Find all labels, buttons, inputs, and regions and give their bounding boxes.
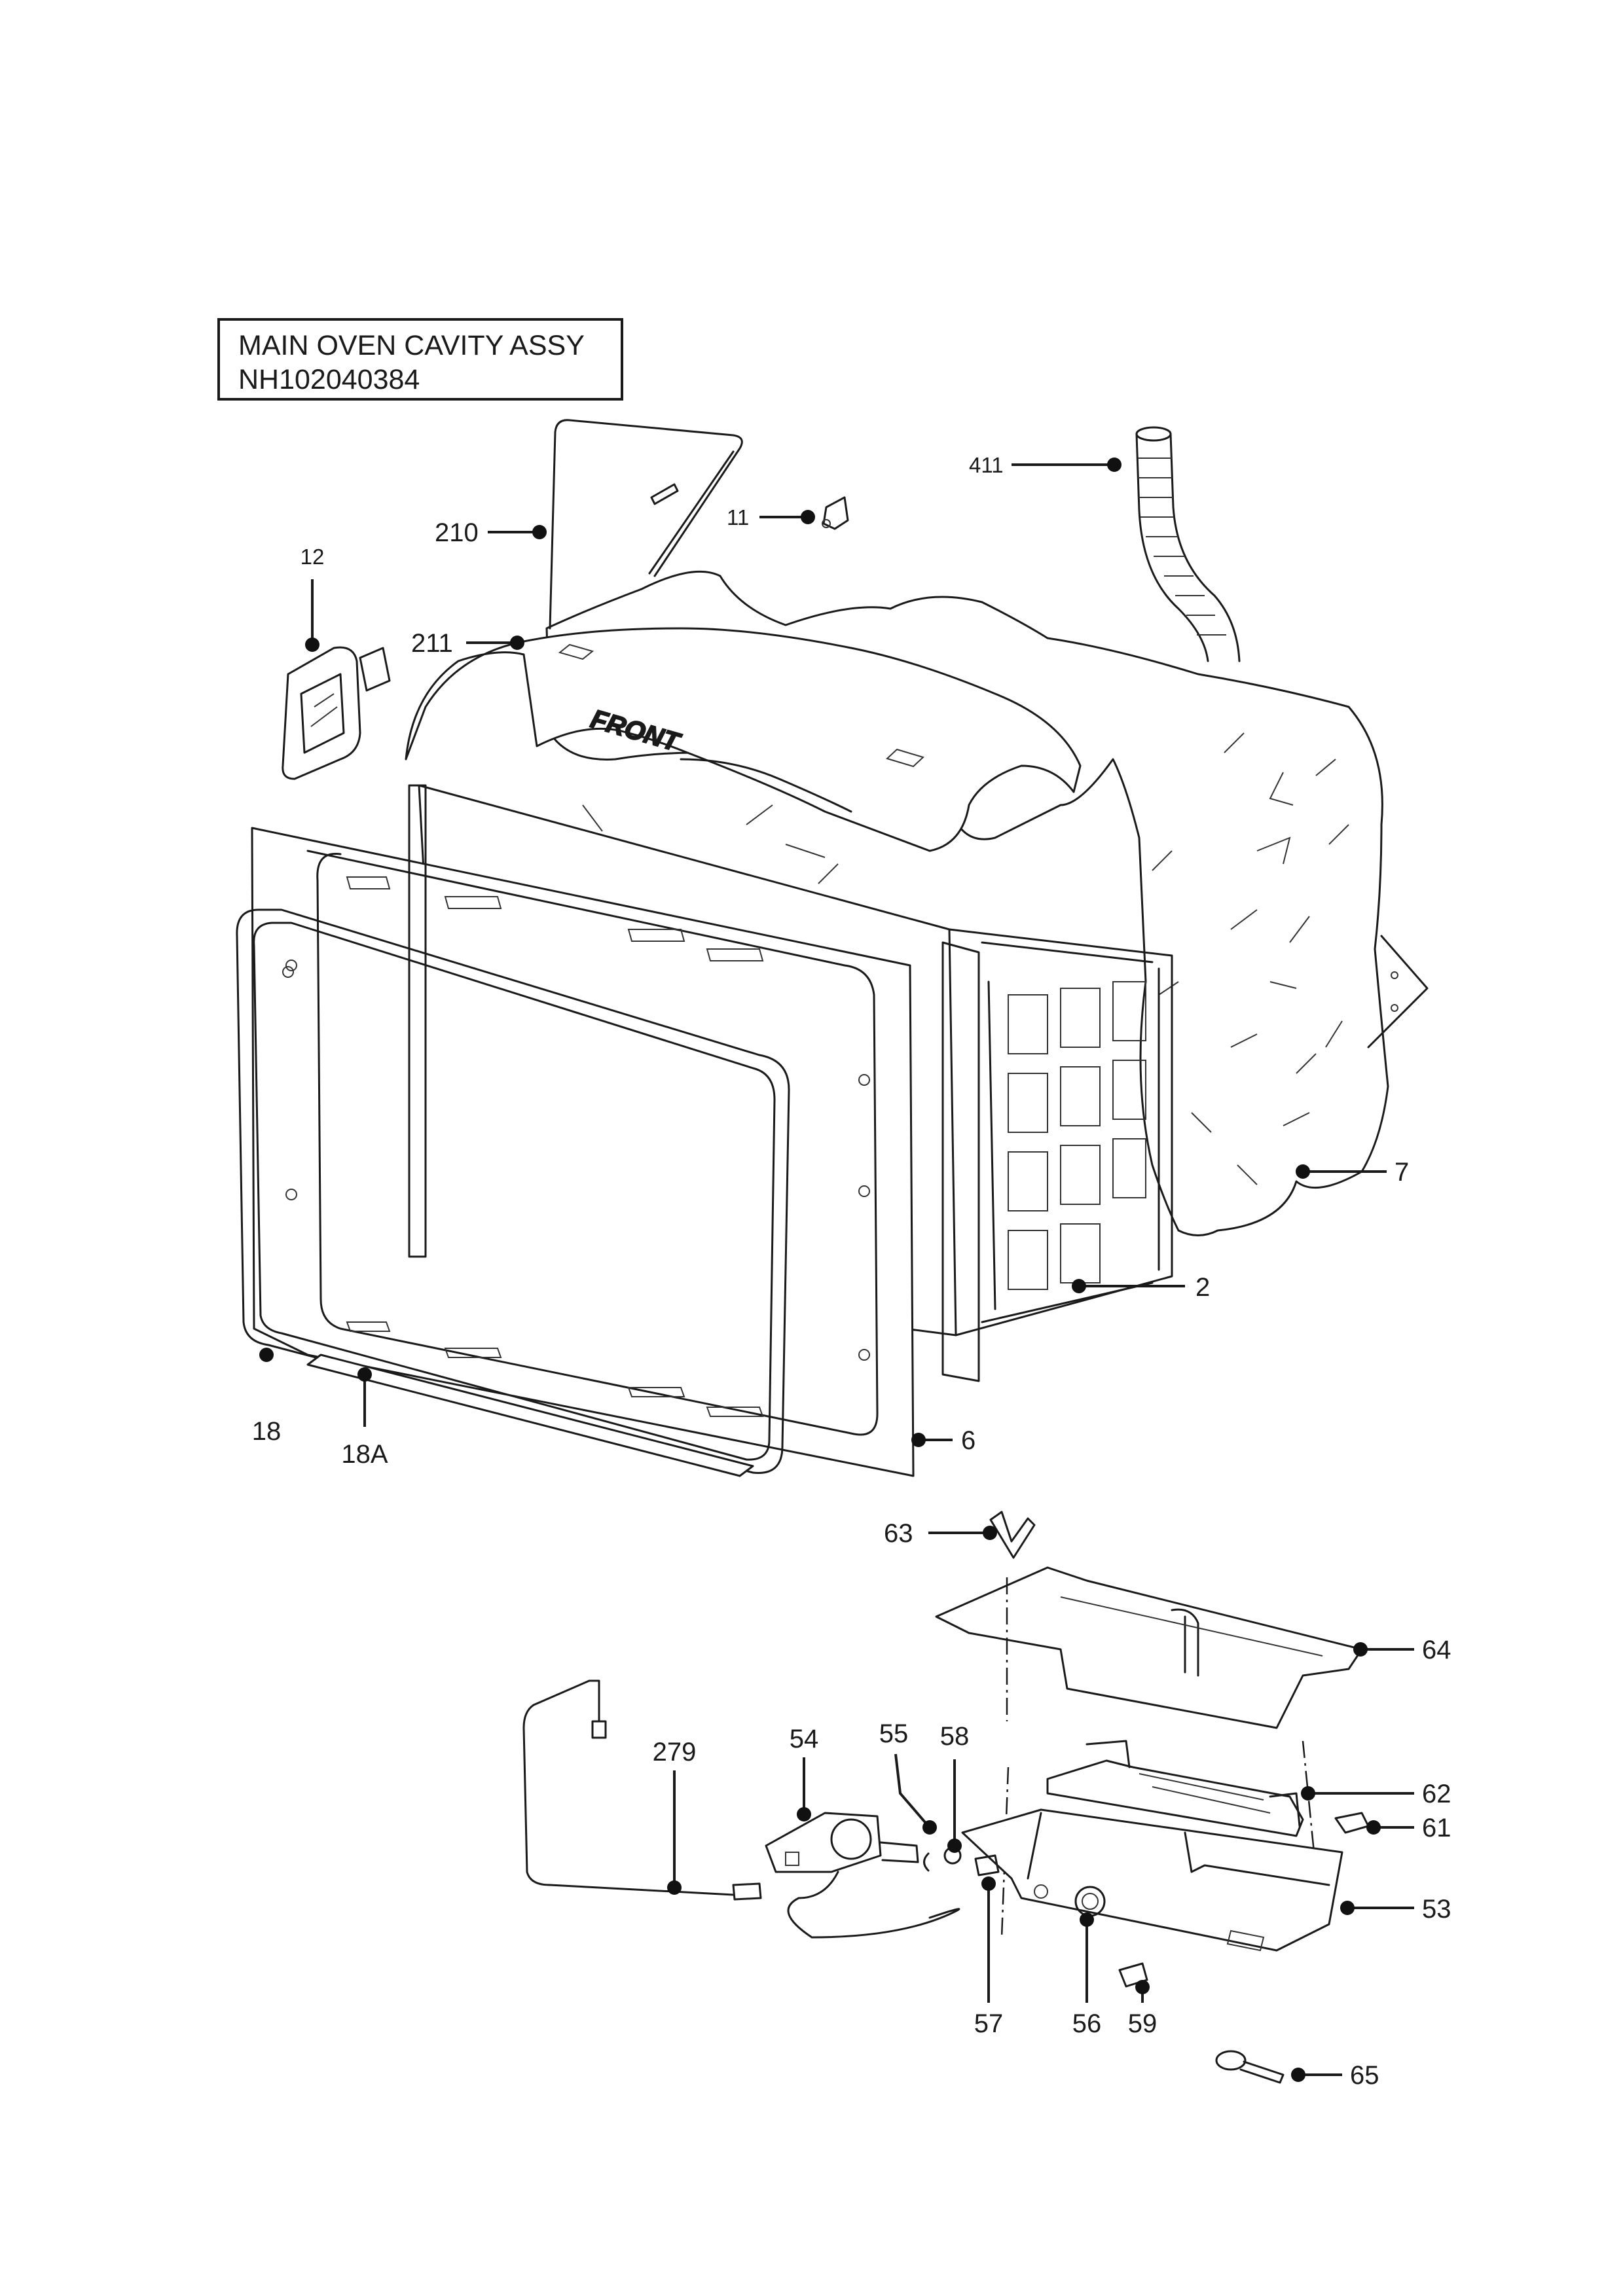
- callout-65: 65: [1350, 2061, 1379, 2090]
- callout-59: 59: [1128, 2009, 1158, 2038]
- spring-clip-part: [989, 1511, 1036, 1559]
- rear-frame-panel-part: [251, 784, 980, 1477]
- door-seal-part: [236, 908, 790, 1474]
- callout-61: 61: [1422, 1814, 1451, 1842]
- callouts: 411 11 12 210 211 7 2 18 18A 6 63 64: [252, 453, 1451, 2090]
- title-box: MAIN OVEN CAVITY ASSY NH102040384: [217, 318, 623, 401]
- tray-clip-part: [1334, 1812, 1370, 1834]
- callout-62: 62: [1422, 1780, 1451, 1808]
- callout-2: 2: [1195, 1273, 1210, 1302]
- callout-6: 6: [961, 1426, 976, 1455]
- assembly-axis-line-right: [1302, 1740, 1317, 1873]
- callout-12: 12: [301, 545, 325, 569]
- assembly-title: MAIN OVEN CAVITY ASSY: [238, 330, 585, 361]
- burner-tray-part: [961, 1808, 1343, 1952]
- probe-tube-part: [549, 419, 743, 630]
- callout-211: 211: [411, 629, 453, 658]
- top-cover-part: FRONT: [405, 627, 1082, 852]
- callout-7: 7: [1395, 1158, 1409, 1187]
- callout-57: 57: [974, 2009, 1004, 2038]
- bracket-clip-part: [822, 496, 849, 530]
- oven-lamp-part: [282, 646, 391, 780]
- callout-56: 56: [1072, 2009, 1102, 2038]
- callout-64: 64: [1422, 1636, 1451, 1664]
- bottom-strip-part: [306, 1354, 754, 1477]
- callout-63: 63: [884, 1519, 913, 1548]
- callout-55: 55: [879, 1719, 909, 1748]
- callout-18: 18: [252, 1417, 282, 1446]
- burner-part: [1046, 1740, 1304, 1837]
- callout-279: 279: [653, 1738, 697, 1767]
- callout-18a: 18A: [341, 1440, 388, 1469]
- callout-210: 210: [435, 518, 479, 547]
- callout-58: 58: [940, 1722, 970, 1751]
- callout-54: 54: [790, 1725, 819, 1753]
- gas-valve-part: [765, 1812, 960, 1939]
- burner-cover-plate-part: [935, 1566, 1363, 1729]
- callout-11: 11: [727, 505, 749, 529]
- injector-fittings-part: [923, 1846, 1285, 2084]
- callout-411: 411: [969, 453, 1004, 477]
- assembly-axis-line: [1000, 1577, 1010, 1938]
- thermocouple-wire-part: [522, 1679, 762, 1901]
- assembly-part-number: NH102040384: [238, 364, 420, 395]
- callout-53: 53: [1422, 1895, 1451, 1924]
- flue-duct-part: [1135, 426, 1241, 662]
